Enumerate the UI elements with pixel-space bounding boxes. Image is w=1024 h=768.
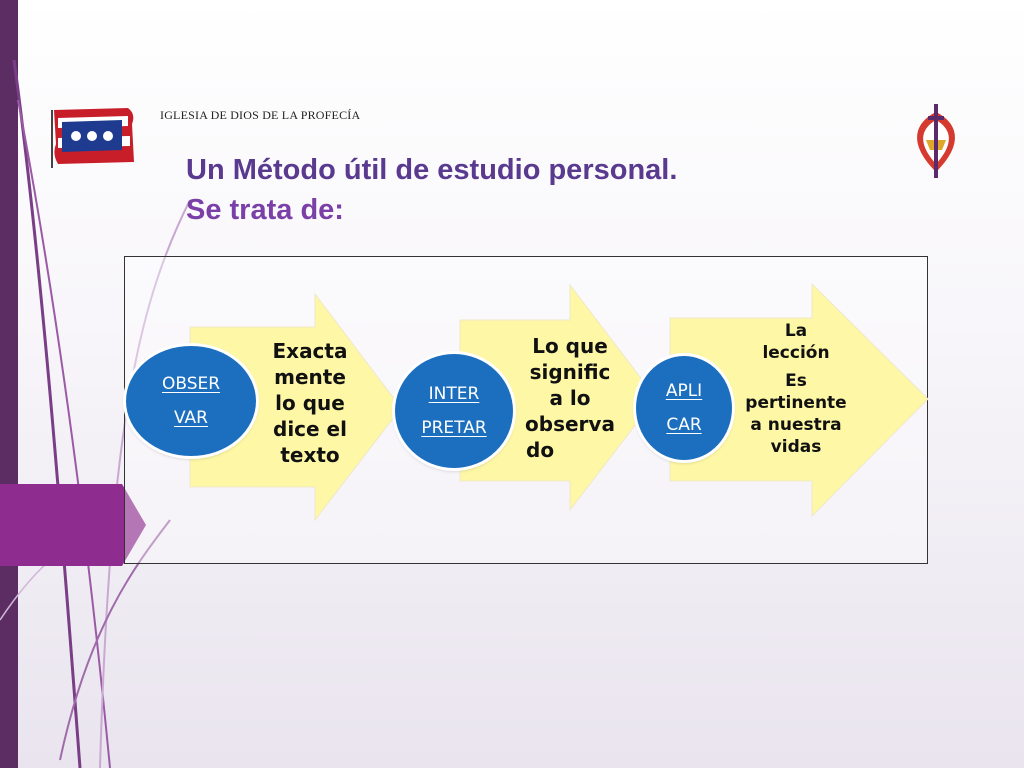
circle-interpretar: INTER PRETAR [395, 354, 513, 468]
step-text-line: lo que [275, 391, 345, 415]
step-text-line: observa [525, 412, 615, 436]
arrow-shape-observar [189, 292, 402, 522]
step-text-line: mente [274, 365, 346, 389]
step-text-line: do [526, 438, 555, 462]
circle-observar: OBSER VAR [126, 346, 256, 456]
circle-label-line: PRETAR [421, 418, 487, 438]
step-text-line: a lo [549, 386, 591, 410]
step-text-line: pertinente [745, 393, 847, 413]
step-text-observar: Exacta mente lo que dice el texto [250, 338, 370, 468]
church-emblem-logo [917, 104, 955, 178]
page-title: Un Método útil de estudio personal. Se t… [186, 150, 677, 230]
step-text-line: dice el [273, 417, 347, 441]
title-line-1: Un Método útil de estudio personal. [186, 154, 678, 186]
church-flag-logo [51, 108, 134, 168]
step-text-line: texto [280, 443, 340, 467]
arrow-shape-interpretar [459, 283, 657, 512]
section-tab [0, 484, 122, 566]
circle-label-line: APLI [665, 381, 703, 401]
organization-name: IGLESIA DE DIOS DE LA PROFECÍA [160, 108, 361, 122]
step-text-line: Es [785, 371, 807, 391]
step-text-line: vidas [770, 437, 822, 457]
step-text-line: lección [762, 343, 830, 363]
step-text-line: signific [529, 360, 611, 384]
step-text-line: Lo que [532, 334, 608, 358]
circle-aplicar: APLI CAR [636, 356, 732, 460]
step-text-line: La [784, 321, 808, 341]
circle-label-line: OBSER [161, 374, 221, 394]
title-line-2: Se trata de: [186, 194, 344, 226]
step-text-line: Exacta [272, 339, 348, 363]
step-text-interpretar: Lo que signific a lo observa do [512, 333, 628, 463]
circle-label-line: CAR [666, 415, 702, 435]
step-text-aplicar: La lección Es pertinente a nuestra vidas [734, 320, 858, 458]
arrow-shape-aplicar [669, 282, 929, 518]
circle-label-line: VAR [174, 408, 208, 428]
step-text-line: a nuestra [750, 415, 842, 435]
section-tab-pointer [122, 484, 146, 566]
circle-label-line: INTER [428, 384, 480, 404]
